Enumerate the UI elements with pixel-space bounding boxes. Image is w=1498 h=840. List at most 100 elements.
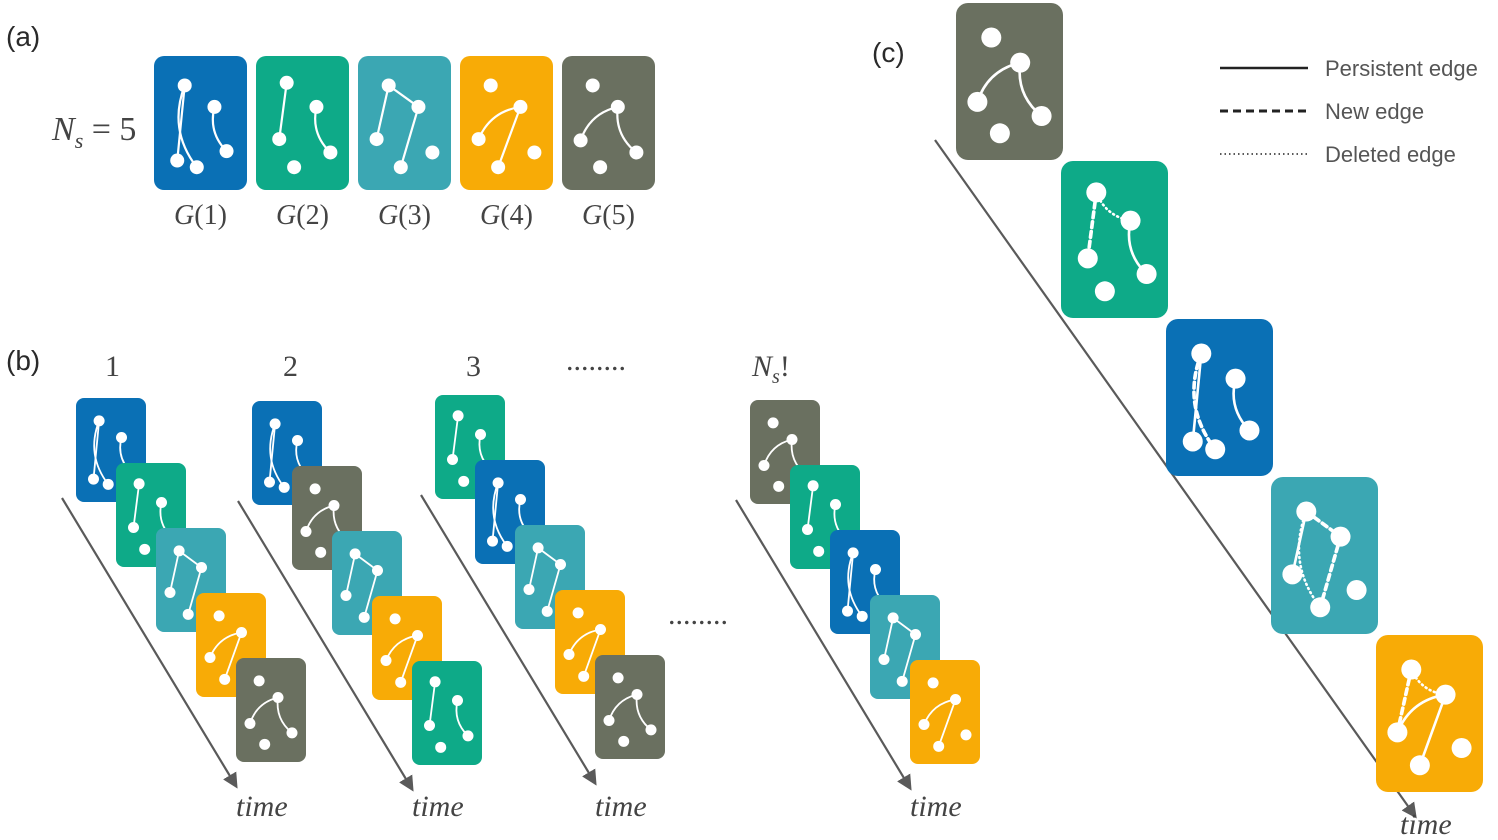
graph-node xyxy=(309,99,324,114)
time-arrow xyxy=(420,494,597,786)
graph-node xyxy=(272,692,284,704)
graph-node xyxy=(139,543,151,555)
graph-node xyxy=(475,429,486,441)
graph-node xyxy=(629,145,644,160)
graph-node xyxy=(807,480,819,492)
graph-edge xyxy=(1395,667,1414,735)
graph-node xyxy=(279,75,294,90)
graph-node xyxy=(483,78,498,93)
legend-label: New edge xyxy=(1325,99,1424,124)
graph-node xyxy=(458,475,470,487)
graph-node xyxy=(813,545,825,557)
graph-node xyxy=(213,610,225,622)
stacked-G4 xyxy=(910,660,980,764)
graph-node xyxy=(610,99,625,114)
graph-edge xyxy=(176,84,186,162)
graph-edge xyxy=(187,566,203,616)
graph-edge xyxy=(847,551,864,618)
graph-node xyxy=(286,727,298,739)
graph-node xyxy=(603,715,615,727)
graph-node xyxy=(287,160,302,175)
sequence-G1 xyxy=(1166,319,1273,476)
graph-edge xyxy=(1192,351,1218,452)
graph-node xyxy=(372,565,383,577)
graph-edge xyxy=(268,422,276,484)
graph-node xyxy=(424,719,435,731)
graph-node xyxy=(1136,264,1157,285)
graph-node xyxy=(1010,52,1031,73)
graph-node xyxy=(1409,755,1430,776)
graph-node xyxy=(501,540,513,552)
graph-edge xyxy=(169,549,180,594)
graph-node xyxy=(133,478,145,490)
panel-a: (a) Ns = 5 G(1)G(2)G(3)G(4)G(5) xyxy=(6,21,655,231)
graph-node xyxy=(960,729,972,741)
graph-edge xyxy=(177,84,198,169)
graph-node xyxy=(93,415,105,427)
graph-node xyxy=(870,564,881,576)
graph-node xyxy=(196,562,207,574)
graph-node xyxy=(1182,431,1203,452)
panel-c-label: (c) xyxy=(872,37,905,68)
graph-node xyxy=(593,160,608,175)
graph-edge xyxy=(883,616,894,661)
sequence-G4 xyxy=(1376,635,1483,792)
graph-edge xyxy=(846,551,854,613)
graph-node xyxy=(462,730,474,742)
graph-edge xyxy=(546,563,562,613)
graph-edge xyxy=(492,481,509,548)
graph-edge xyxy=(93,419,110,486)
sequence-G3 xyxy=(1271,477,1378,634)
graph-node xyxy=(767,417,779,429)
snapshot-G2 xyxy=(256,56,349,190)
graph-node xyxy=(1120,210,1141,231)
graph-node xyxy=(253,675,265,687)
graph-node xyxy=(128,521,139,533)
graph-node xyxy=(847,547,859,559)
ordering-number: 3 xyxy=(466,350,481,383)
time-label: time xyxy=(1400,808,1452,840)
time-label: time xyxy=(910,790,962,823)
graph-node xyxy=(309,483,321,495)
snapshot-label: G(4) xyxy=(480,200,533,231)
graph-node xyxy=(471,132,486,147)
sequence-G2 xyxy=(1061,161,1168,318)
middle-ellipsis: ........ xyxy=(668,598,728,631)
graph-node xyxy=(272,132,287,147)
graph-edge xyxy=(1318,534,1343,610)
time-arrow xyxy=(735,499,912,791)
graph-node xyxy=(967,91,988,112)
graph-edge xyxy=(1191,352,1203,443)
graph-node xyxy=(631,689,643,701)
graph-node xyxy=(981,27,1002,48)
graph-node xyxy=(878,653,890,665)
sequence-G5 xyxy=(956,3,1063,160)
legend-label: Persistent edge xyxy=(1325,56,1478,81)
snapshot-card xyxy=(460,56,553,190)
time-arrow xyxy=(237,500,414,792)
snapshot-card xyxy=(910,660,980,764)
graph-edge xyxy=(375,84,390,141)
snapshot-label: G(1) xyxy=(174,200,227,231)
graph-node xyxy=(323,145,338,160)
graph-node xyxy=(393,160,408,175)
graph-node xyxy=(541,605,553,617)
graph-node xyxy=(1451,738,1472,759)
graph-node xyxy=(300,526,312,538)
stacked-G2 xyxy=(412,661,482,765)
graph-edge xyxy=(806,484,814,531)
snapshot-card xyxy=(1376,635,1483,792)
graph-node xyxy=(278,481,290,493)
graph-node xyxy=(358,611,370,623)
snapshot-G1 xyxy=(154,56,247,190)
ns-symbol: Ns = 5 xyxy=(51,111,136,153)
graph-node xyxy=(389,613,401,625)
graph-edge xyxy=(223,631,243,681)
snapshot-label: G(2) xyxy=(276,200,329,231)
